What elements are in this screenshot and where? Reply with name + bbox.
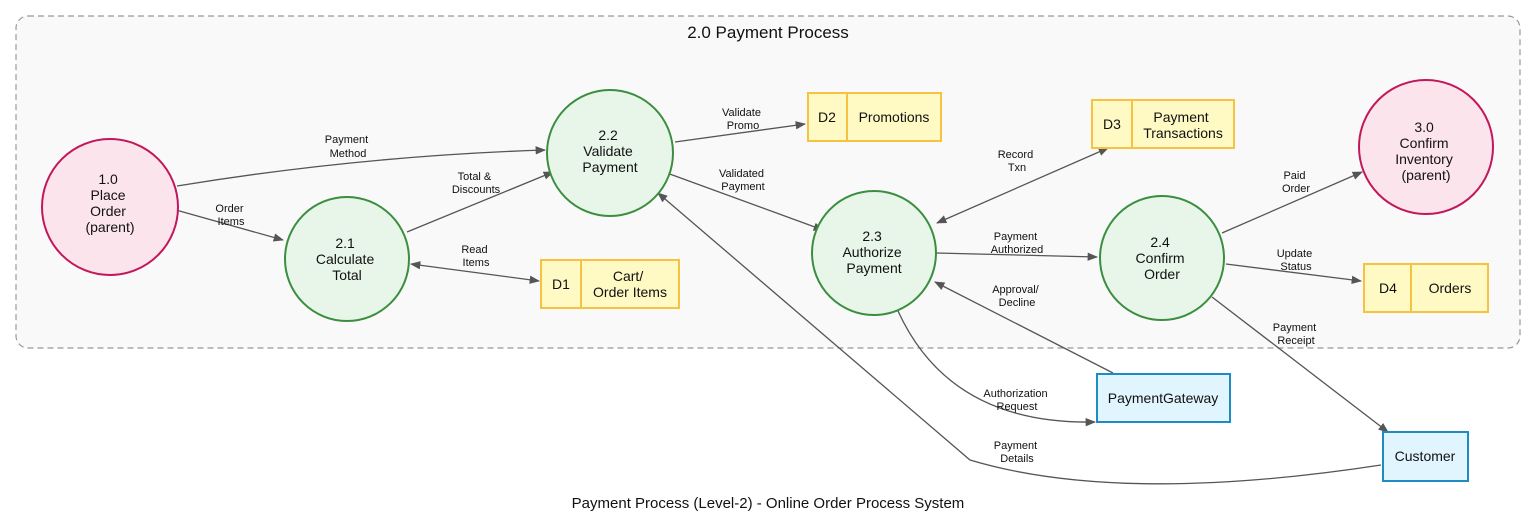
external-entity-payment-gateway: PaymentGateway [1096, 373, 1231, 423]
svg-text:D1: D1 [552, 276, 570, 292]
flow-label-order-items: Order Items [215, 203, 246, 228]
svg-text:PaymentGateway: PaymentGateway [1108, 390, 1219, 406]
flow-record-txn [936, 147, 1109, 224]
flow-order-items [175, 209, 285, 242]
svg-text:D4: D4 [1379, 280, 1397, 296]
external-entity-customer: Customer [1382, 431, 1469, 482]
data-store-d3: D3 Payment Transactions [1091, 99, 1235, 149]
svg-text:1.0 Place Order: 1.0 Place Order (parent) [85, 171, 134, 235]
flow-label-paid-order: Paid Order [1282, 170, 1310, 195]
svg-text:2.3 Authorize Paym: 2.3 Authorize Payment [842, 228, 905, 276]
diagram-caption: Payment Process (Level-2) - Online Order… [572, 495, 965, 512]
boundary-title: 2.0 Payment Process [687, 23, 849, 42]
flow-approval-decline [934, 281, 1114, 374]
flow-label-validate-promo: Validate Promo [722, 107, 764, 132]
flow-label-payment-method: Payment Method [325, 134, 371, 160]
data-store-d1: D1 Cart/ Order Items [540, 259, 680, 309]
flow-label-payment-receipt: Payment Receipt [1273, 322, 1319, 347]
svg-text:D2: D2 [818, 109, 836, 125]
flow-label-approval-decline: Approval/ Decline [992, 284, 1042, 309]
flow-label-read-items: Read Items [461, 244, 490, 269]
flow-lines [175, 121, 1389, 485]
svg-text:Promotions: Promotions [859, 109, 930, 125]
flow-label-validated-payment: Validated Payment [719, 168, 767, 193]
flow-paid-order [1221, 171, 1363, 234]
data-store-d2: D2 Promotions [807, 92, 942, 142]
svg-text:Payment Transactions: Payment Transactions [1143, 109, 1223, 141]
process-2-3-authorize-payment: 2.3 Authorize Payment [811, 190, 937, 316]
svg-text:Cart/ Order Items: Cart/ Order Items [593, 268, 667, 300]
flow-label-update-status: Update Status [1277, 248, 1316, 273]
flow-read-items [409, 261, 541, 284]
process-2-2-validate-payment: 2.2 Validate Payment [546, 89, 674, 217]
flow-label-record-txn: Record Txn [998, 149, 1037, 174]
flow-label-payment-details: Payment Details [994, 440, 1040, 465]
process-boundary: 2.0 Payment Process [15, 15, 1521, 349]
flow-labels: Order Items Payment Method Total & Disco… [215, 107, 1319, 465]
svg-text:Customer: Customer [1395, 448, 1456, 464]
flow-validated-payment [666, 172, 824, 231]
svg-text:2.4 Confirm Order: 2.4 Confirm Order [1136, 234, 1189, 282]
flow-payment-details [657, 192, 1382, 485]
svg-text:D3: D3 [1103, 116, 1121, 132]
flow-update-status [1225, 263, 1363, 284]
flow-label-payment-authorized: Payment Authorized [991, 231, 1044, 256]
flow-total-discounts [406, 171, 554, 233]
flow-payment-receipt [1211, 296, 1389, 433]
svg-text:2.1 Calculate Tota: 2.1 Calculate Total [316, 235, 378, 283]
flow-authorization-request [897, 310, 1097, 427]
process-1-0-place-order: 1.0 Place Order (parent) [41, 138, 179, 276]
svg-text:3.0 Confirm Invent: 3.0 Confirm Inventory (parent) [1395, 119, 1456, 183]
flow-payment-authorized [935, 252, 1099, 261]
flow-label-total-discounts: Total & Discounts [452, 171, 501, 196]
flow-label-authorization-request: Authorization Request [983, 388, 1050, 413]
svg-text:Orders: Orders [1429, 280, 1472, 296]
process-3-0-confirm-inventory: 3.0 Confirm Inventory (parent) [1358, 79, 1494, 215]
flow-payment-method [176, 146, 547, 187]
process-2-1-calculate-total: 2.1 Calculate Total [284, 196, 410, 322]
process-2-4-confirm-order: 2.4 Confirm Order [1099, 195, 1225, 321]
flow-validate-promo [674, 121, 807, 143]
data-store-d4: D4 Orders [1363, 263, 1489, 313]
svg-text:2.2 Validate Payme: 2.2 Validate Payment [582, 127, 637, 175]
